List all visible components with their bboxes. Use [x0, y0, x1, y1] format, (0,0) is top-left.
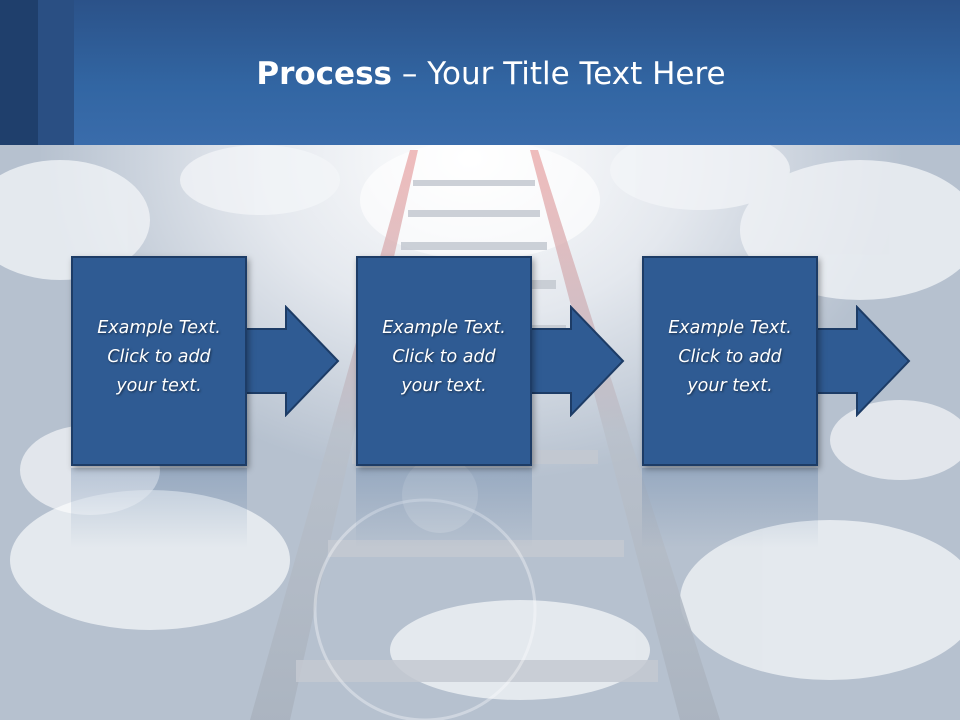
step-reflection — [71, 468, 247, 548]
process-step-3[interactable]: Example Text. Click to add your text. — [642, 256, 818, 466]
title-bold: Process — [256, 56, 392, 92]
step-text-line: Click to add — [392, 347, 496, 367]
step-text-line: Example Text. — [668, 318, 792, 338]
step-text-line: your text. — [116, 376, 202, 396]
step-reflection — [356, 468, 532, 548]
step-text-line: Click to add — [678, 347, 782, 367]
title-bar: Process – Your Title Text Here — [0, 0, 960, 145]
slide-title[interactable]: Process – Your Title Text Here — [74, 52, 908, 96]
step-text-line: Example Text. — [97, 318, 221, 338]
step-text[interactable]: Example Text. Click to add your text. — [73, 314, 245, 401]
step-text-line: your text. — [401, 376, 487, 396]
process-arrow-right-icon — [529, 305, 625, 417]
header-accent-strip — [0, 0, 38, 145]
step-text[interactable]: Example Text. Click to add your text. — [358, 314, 530, 401]
process-step-1[interactable]: Example Text. Click to add your text. — [71, 256, 247, 466]
header-accent-strip-secondary — [38, 0, 74, 145]
step-text[interactable]: Example Text. Click to add your text. — [644, 314, 816, 401]
title-rest: – Your Title Text Here — [392, 56, 726, 92]
process-arrow-right-icon — [244, 305, 340, 417]
step-reflection — [642, 468, 818, 548]
step-text-line: Example Text. — [382, 318, 506, 338]
process-arrow-right-icon — [815, 305, 911, 417]
step-text-line: Click to add — [107, 347, 211, 367]
step-text-line: your text. — [687, 376, 773, 396]
process-step-2[interactable]: Example Text. Click to add your text. — [356, 256, 532, 466]
